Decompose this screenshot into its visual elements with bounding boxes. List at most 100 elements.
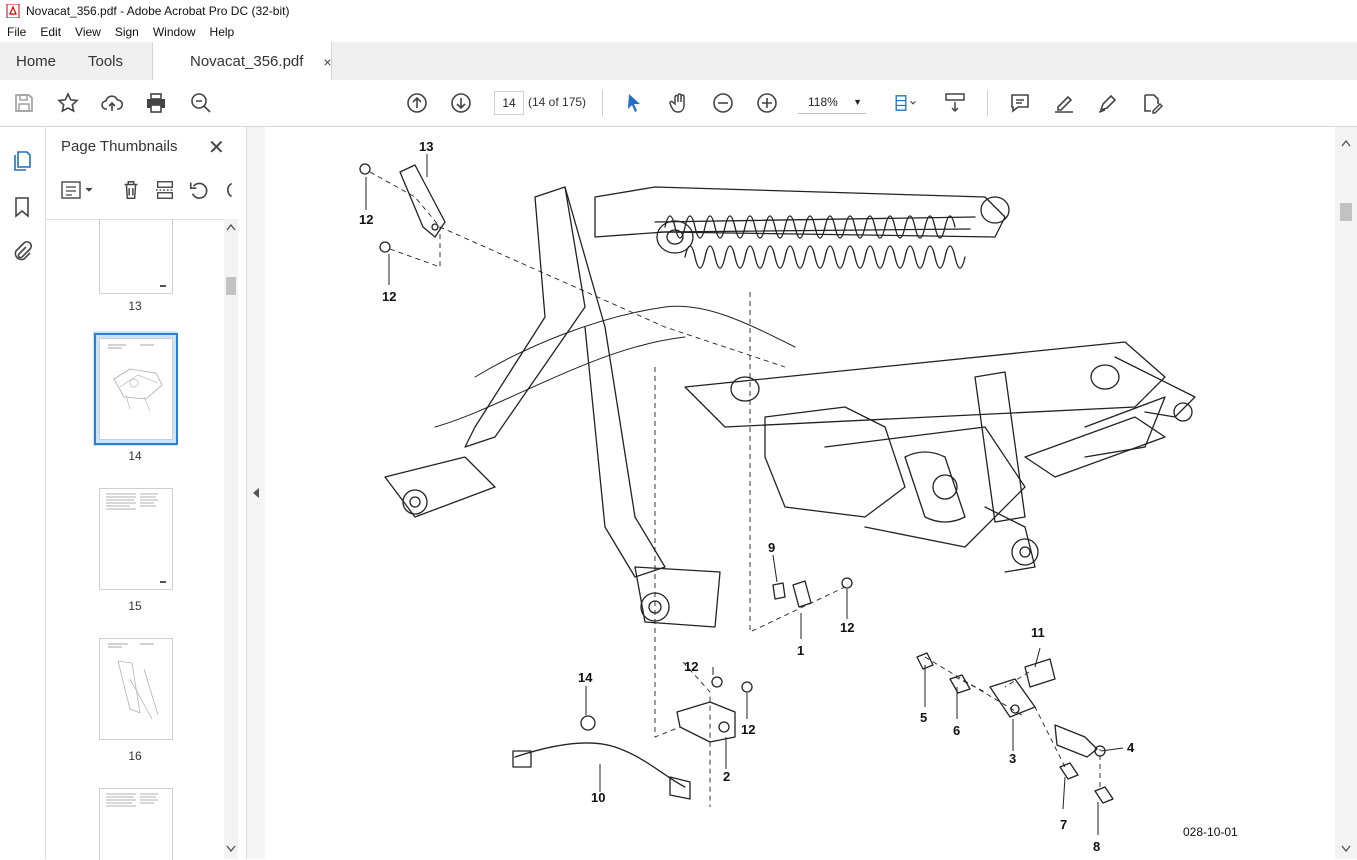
callout-3: 3 [1009, 751, 1017, 766]
thumbnail-parts-list-preview-17 [106, 793, 158, 807]
callout-11: 11 [1031, 625, 1045, 640]
comment-icon [1011, 94, 1029, 113]
thumbnail-page-15[interactable] [99, 488, 173, 590]
title-bar: Novacat_356.pdf - Adobe Acrobat Pro DC (… [0, 0, 1357, 22]
thumbnail-drawing-preview [108, 344, 163, 412]
tab-tools[interactable]: Tools [88, 42, 123, 80]
thumbnail-label-13: 13 [128, 299, 142, 313]
save-icon [15, 94, 33, 112]
toolbar-divider-2 [987, 90, 988, 116]
comment-button[interactable] [1006, 89, 1034, 117]
callout-12d: 12 [684, 659, 699, 674]
zoom-level-value: 118% [808, 95, 838, 109]
zoom-in-button[interactable] [753, 89, 781, 117]
chevron-down-icon: ▼ [853, 97, 862, 107]
doc-scroll-up-icon[interactable] [1341, 139, 1351, 147]
fit-page-icon [895, 95, 916, 111]
callout-12a: 12 [359, 212, 374, 227]
delete-page-icon[interactable] [120, 179, 142, 201]
document-page[interactable]: 13 12 12 9 12 1 11 12 12 14 2 5 6 3 4 10… [265, 127, 1335, 859]
arrow-down-circle-icon [451, 93, 471, 113]
thumbnail-drawing-preview-16 [108, 643, 159, 720]
thumbnail-page-17[interactable] [99, 788, 173, 860]
page-thumbnails-panel: Page Thumbnails ✕ 13 14 1 [46, 127, 246, 860]
bookmarks-icon[interactable] [10, 195, 34, 219]
hand-tool-button[interactable] [665, 89, 693, 117]
drawing-reference-number: 028-10-01 [1183, 825, 1238, 839]
arrow-up-circle-icon [407, 93, 427, 113]
thumbnail-page-14[interactable] [94, 333, 178, 445]
star-icon [57, 92, 79, 113]
panel-close-icon[interactable]: ✕ [208, 137, 225, 159]
extract-page-icon[interactable] [154, 179, 176, 201]
draw-button[interactable] [1094, 89, 1122, 117]
highlight-button[interactable] [1050, 89, 1078, 117]
scroll-mode-button[interactable] [941, 89, 969, 117]
thumbnail-scroll-thumb[interactable] [226, 277, 236, 295]
callout-6: 6 [953, 723, 961, 738]
callout-12c: 12 [840, 620, 855, 635]
document-scrollbar[interactable] [1335, 127, 1357, 859]
collapse-arrow-icon[interactable] [251, 487, 261, 499]
upload-button[interactable] [98, 89, 126, 117]
zoom-out-button[interactable] [709, 89, 737, 117]
panel-collapse-handle[interactable] [246, 127, 266, 859]
menu-help[interactable]: Help [209, 25, 235, 39]
rotate-counterclockwise-icon[interactable] [188, 179, 210, 201]
callout-7: 7 [1060, 817, 1068, 832]
menu-view[interactable]: View [75, 25, 101, 39]
select-tool-button[interactable] [620, 89, 648, 117]
thumbnail-scrollbar[interactable] [224, 219, 238, 859]
sign-button[interactable] [1138, 89, 1166, 117]
scroll-icon [945, 93, 965, 113]
print-button[interactable] [142, 89, 170, 117]
page-thumbnails-icon[interactable] [10, 149, 34, 173]
doc-scroll-thumb[interactable] [1340, 203, 1352, 221]
bookmark-star-button[interactable] [54, 89, 82, 117]
rotate-clockwise-icon[interactable] [220, 179, 234, 201]
callout-12b: 12 [382, 289, 397, 304]
tab-close-icon[interactable]: × [323, 53, 332, 70]
thumbnail-page-13[interactable] [99, 220, 173, 294]
printer-icon [147, 93, 165, 113]
callout-10: 10 [591, 790, 606, 805]
minus-circle-icon [713, 93, 733, 113]
callout-5: 5 [920, 710, 928, 725]
menu-sign[interactable]: Sign [114, 25, 139, 39]
cursor-arrow-icon [628, 94, 640, 112]
options-menu-icon[interactable] [60, 180, 96, 200]
tab-tools-label: Tools [88, 52, 124, 70]
next-page-button[interactable] [447, 89, 475, 117]
panel-toolbar [56, 177, 236, 203]
doc-scroll-down-icon[interactable] [1341, 845, 1351, 853]
previous-page-button[interactable] [403, 89, 431, 117]
save-button[interactable] [10, 89, 38, 117]
tab-home-label: Home [16, 52, 57, 70]
tab-document[interactable]: Novacat_356.pdf × [152, 42, 332, 81]
cloud-upload-icon [101, 95, 124, 111]
plus-circle-icon [757, 93, 777, 113]
scroll-down-arrow-icon[interactable] [226, 845, 236, 853]
panel-title: Page Thumbnails [61, 138, 178, 155]
callout-13: 13 [419, 139, 434, 154]
menu-edit[interactable]: Edit [40, 25, 62, 39]
page-count: (14 of 175) [528, 95, 587, 109]
thumbnail-label-15: 15 [128, 599, 142, 613]
highlighter-pen-icon [1055, 95, 1073, 113]
callout-12e: 12 [741, 722, 756, 737]
zoom-level-select[interactable]: 118% ▼ [798, 91, 866, 114]
tab-home[interactable]: Home [16, 42, 56, 80]
page-view-button[interactable] [888, 89, 922, 117]
scroll-up-arrow-icon[interactable] [226, 223, 236, 231]
pen-draw-icon [1098, 94, 1117, 113]
exploded-parts-drawing [359, 154, 1196, 835]
attachments-paperclip-icon[interactable] [10, 240, 34, 264]
thumbnail-page-16[interactable] [99, 638, 173, 740]
thumbnail-label-14: 14 [128, 449, 142, 463]
callout-9: 9 [768, 540, 776, 555]
menu-file[interactable]: File [7, 25, 27, 39]
menu-window[interactable]: Window [152, 25, 196, 39]
page-number-input[interactable]: 14 [494, 91, 524, 115]
zoom-search-button[interactable] [187, 89, 215, 117]
callout-14: 14 [578, 670, 593, 685]
